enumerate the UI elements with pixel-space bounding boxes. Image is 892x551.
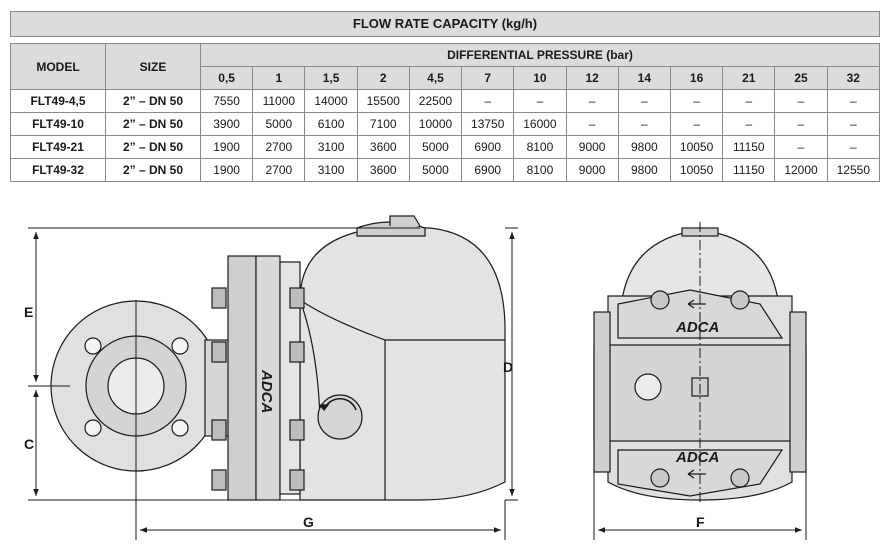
side-logo: ADCA [258,369,275,413]
pressure-header-cell: 14 [617,66,671,90]
pressure-header-cell: 10 [513,66,567,90]
flow-value-cell: 11150 [722,135,776,159]
table-title: FLOW RATE CAPACITY (kg/h) [10,11,880,37]
pressure-header-cell: 0,5 [199,66,254,90]
pressure-header-cell: 21 [722,66,776,90]
dim-label-c: C [24,436,34,452]
size-cell: 2” – DN 50 [105,89,201,113]
flow-value-cell: 10050 [669,158,724,182]
flow-value-cell: 1900 [199,135,254,159]
float-body [299,227,506,501]
flow-value-cell: 3100 [304,135,358,159]
pressure-header-cell: 25 [774,66,828,90]
flow-value-cell: 7550 [199,89,254,113]
header-size: SIZE [105,43,201,90]
flow-value-cell: – [826,112,881,136]
flow-value-cell: 9800 [617,158,671,182]
model-cell: FLT49-32 [10,158,106,182]
flow-value-cell: – [774,89,828,113]
dim-label-e: E [24,304,33,320]
model-cell: FLT49-21 [10,135,106,159]
pressure-header-cell: 16 [669,66,724,90]
flow-value-cell: 10050 [669,135,724,159]
flow-value-cell: – [722,112,776,136]
pressure-header-cell: 7 [461,66,515,90]
flow-value-cell: – [774,135,828,159]
flow-value-cell: 3600 [356,135,410,159]
flow-value-cell: 8100 [513,135,567,159]
pressure-header-cell: 2 [356,66,410,90]
flow-value-cell: 7100 [356,112,410,136]
dim-label-f: F [696,514,705,530]
flow-value-cell: 1900 [199,158,254,182]
flow-value-cell: 8100 [513,158,567,182]
pressure-header-cell: 1 [252,66,306,90]
flow-value-cell: 14000 [304,89,358,113]
flow-value-cell: – [826,89,881,113]
flow-value-cell: 12550 [826,158,881,182]
pressure-header-cell: 4,5 [408,66,463,90]
size-cell: 2” – DN 50 [105,158,201,182]
flow-value-cell: 5000 [408,135,463,159]
pressure-header-cell: 1,5 [304,66,358,90]
flow-value-cell: – [669,89,724,113]
header-model: MODEL [10,43,106,90]
front-logo-bottom: ADCA [675,449,719,466]
flow-value-cell: 12000 [774,158,828,182]
model-cell: FLT49-4,5 [10,89,106,113]
plug-circle [317,394,363,440]
flow-value-cell: 9000 [565,158,619,182]
dim-label-d: D [503,359,513,375]
size-cell: 2” – DN 50 [105,112,201,136]
size-cell: 2” – DN 50 [105,135,201,159]
flow-value-cell: 13750 [461,112,515,136]
flow-value-cell: 6900 [461,158,515,182]
side-view [50,215,506,501]
flow-value-cell: – [669,112,724,136]
flow-value-cell: 2700 [252,158,306,182]
front-logo-top: ADCA [675,319,719,336]
flow-value-cell: 3600 [356,158,410,182]
flow-value-cell: – [826,135,881,159]
flow-value-cell: 2700 [252,135,306,159]
dim-label-g: G [303,514,314,530]
flow-value-cell: 11150 [722,158,776,182]
pressure-header-cell: 32 [826,66,881,90]
bolted-flange [227,255,257,501]
flow-value-cell: – [461,89,515,113]
header-differential-pressure: DIFFERENTIAL PRESSURE (bar) [200,43,880,67]
flow-rate-table: MODEL SIZE DIFFERENTIAL PRESSURE (bar) 0… [10,43,881,182]
flow-value-cell: – [565,112,619,136]
flow-value-cell: 9000 [565,135,619,159]
flow-value-cell: 3100 [304,158,358,182]
